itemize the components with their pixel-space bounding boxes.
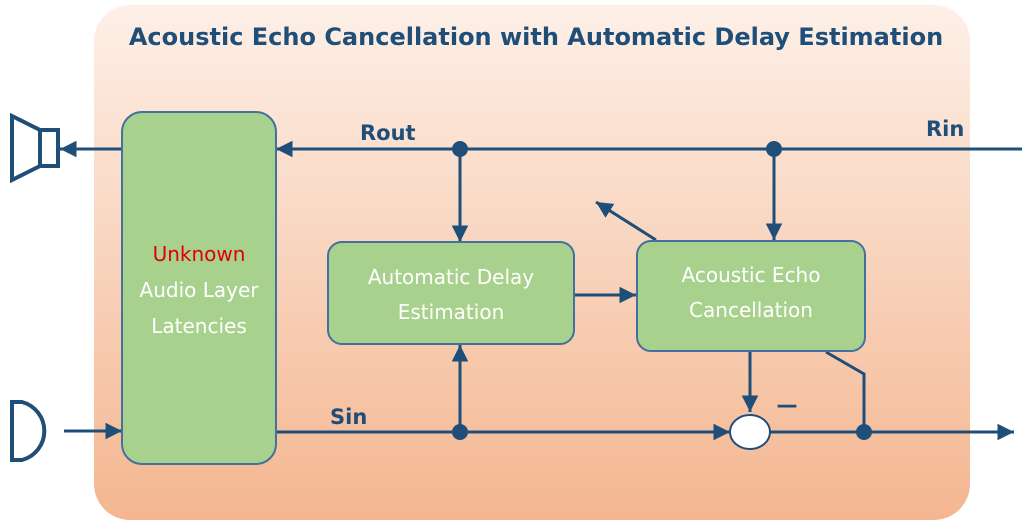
rin-junction-dot [766,141,782,157]
summing-junction [729,414,771,450]
rout-label: Rout [360,121,416,145]
adaptation-arrow [595,200,657,242]
output-junction-dot [856,424,872,440]
echo-cancellation-label-line1: Acoustic Echo [682,263,821,287]
latencies-label: Latencies [151,314,247,338]
delay-estimation-label-line1: Automatic Delay [368,265,534,289]
summer-minus-sign: — [777,393,798,417]
diagram-title: Acoustic Echo Cancellation with Automati… [129,23,943,51]
sin-label: Sin [330,405,367,429]
audio-layer-label: Audio Layer [140,278,260,302]
audio-layer-block: Unknown Audio Layer Latencies [121,111,277,465]
rout-junction-dot [452,141,468,157]
echo-cancellation-label-line2: Cancellation [689,298,813,322]
error-feedback-line [825,350,866,432]
speaker-icon [10,112,60,184]
delay-estimation-label-line2: Estimation [398,300,505,324]
echo-cancellation-block: Acoustic Echo Cancellation [636,240,866,352]
delay-estimation-block: Automatic Delay Estimation [327,241,575,345]
unknown-label: Unknown [153,242,246,266]
rin-label: Rin [926,117,964,141]
sin-junction-dot [452,424,468,440]
microphone-icon [10,400,47,462]
